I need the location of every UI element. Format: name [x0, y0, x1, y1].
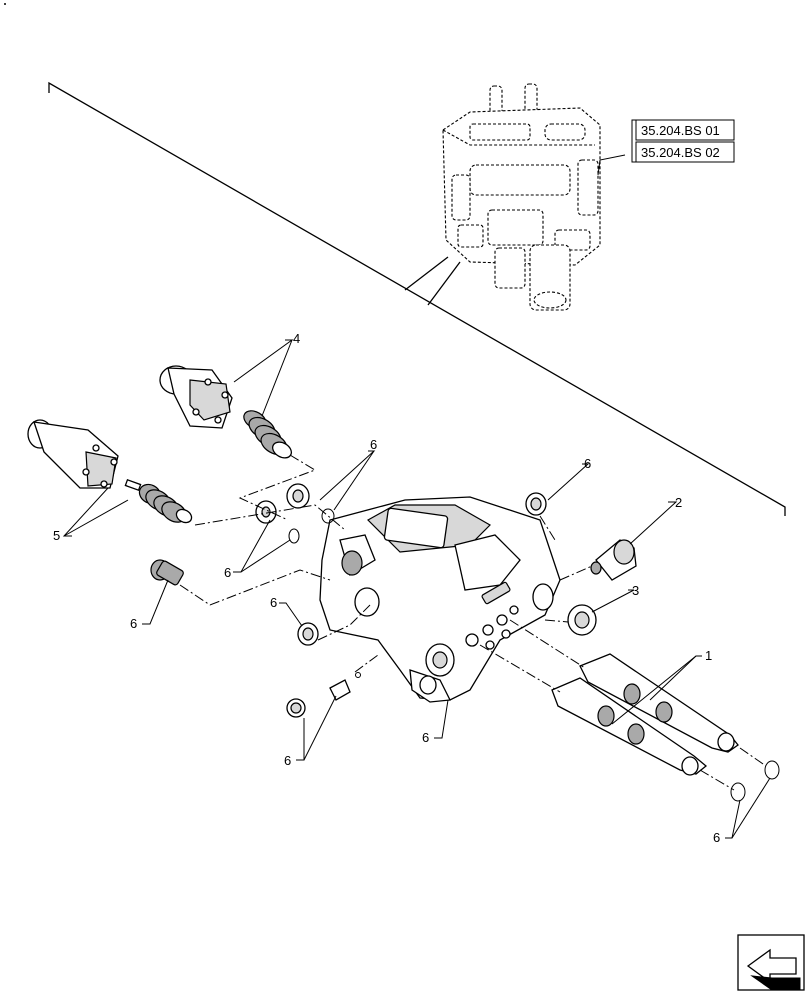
part-3-plug — [567, 604, 597, 636]
upper-plug — [525, 492, 547, 516]
left-plug — [150, 559, 184, 586]
spool-orings — [730, 760, 780, 802]
callout-6-c: 6 — [224, 565, 231, 580]
part-4-spring — [243, 410, 292, 459]
leader-lines — [62, 339, 771, 839]
callout-6-b: 6 — [584, 456, 591, 471]
ref-box-2 — [635, 141, 735, 163]
ref-label-2: 35.204.BS 02 — [641, 145, 720, 160]
assembly-center-lines — [179, 454, 767, 791]
callout-6-g: 6 — [284, 753, 291, 768]
corner-mark — [4, 3, 6, 5]
reference-valve-assembly — [442, 83, 626, 311]
part-5-cap-and-spring — [27, 419, 193, 524]
callout-2: 2 — [675, 495, 682, 510]
callout-6-d: 6 — [130, 616, 137, 631]
lower-left-plugs — [286, 622, 361, 718]
callout-5: 5 — [53, 528, 60, 543]
valve-body — [319, 496, 561, 703]
callout-4: 4 — [293, 331, 300, 346]
callout-6-e: 6 — [270, 595, 277, 610]
callout-6-h: 6 — [713, 830, 720, 845]
arrow-left-icon[interactable] — [737, 934, 805, 991]
part-5-spring — [138, 483, 193, 524]
callout-6-a: 6 — [370, 437, 377, 452]
callout-numbers: 1 2 3 4 5 6 6 6 6 6 6 6 6 — [53, 331, 720, 845]
reference-labels: 35.204.BS 01 35.204.BS 02 — [631, 119, 735, 163]
callout-1: 1 — [705, 648, 712, 663]
section-bracket — [48, 81, 786, 516]
ref-box-1 — [635, 119, 735, 141]
seal-washers — [255, 483, 335, 544]
callout-6-f: 6 — [422, 730, 429, 745]
part-2-fitting — [590, 539, 637, 581]
callout-3: 3 — [632, 583, 639, 598]
part-4-cap-and-spring — [159, 365, 292, 459]
part-1-spools — [551, 653, 739, 776]
ref-label-1: 35.204.BS 01 — [641, 123, 720, 138]
